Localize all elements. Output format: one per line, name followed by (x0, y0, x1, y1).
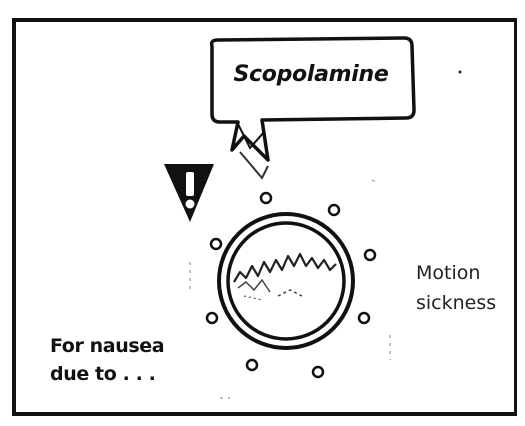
motion-line-1: Motion (416, 258, 496, 288)
motion-line-2: sickness (416, 288, 496, 318)
nausea-caption: For nausea due to . . . (50, 332, 164, 388)
caption-line-1: For nausea (50, 332, 164, 360)
caption-line-2: due to . . . (50, 360, 164, 388)
callout-bubble (212, 38, 414, 160)
warning-triangle-icon (164, 164, 214, 222)
callout-label: Scopolamine (226, 62, 396, 87)
ear-patch-dial-icon (219, 214, 353, 348)
motion-sickness-label: Motion sickness (416, 258, 496, 318)
